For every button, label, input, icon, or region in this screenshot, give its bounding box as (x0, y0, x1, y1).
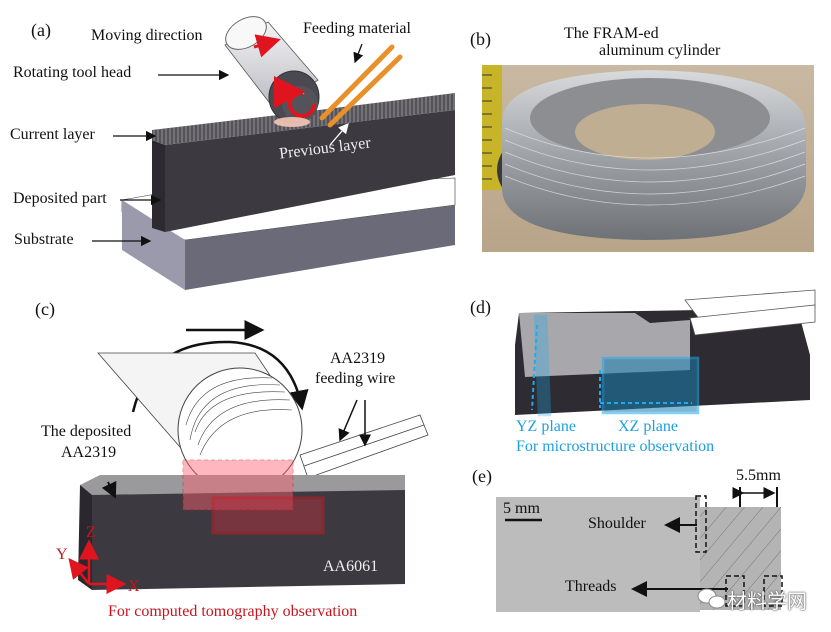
current-layer-label: Current layer (10, 126, 95, 143)
feeding-wire-label-line2: feeding wire (315, 370, 396, 387)
scale-bar-label: 5 mm (503, 500, 540, 517)
rotating-tool-head-label: Rotating tool head (13, 64, 132, 81)
axis-z-label: Z (86, 524, 96, 541)
panel-e-id: (e) (472, 466, 492, 486)
watermark-text: 材料学网 (727, 589, 807, 613)
substrate-label: Substrate (14, 231, 74, 248)
substrate-front (185, 205, 455, 290)
panel-c-id: (c) (35, 299, 55, 319)
panel-d-illustration (515, 289, 816, 417)
deposited-side (152, 140, 165, 232)
substrate-side (122, 200, 185, 290)
microstructure-caption: For microstructure observation (516, 438, 715, 455)
shoulder-label: Shoulder (588, 515, 646, 532)
feeding-material-label: Feeding material (303, 20, 411, 37)
panel-b-id: (b) (470, 29, 491, 49)
deposited-aa2319-label-line2: AA2319 (61, 444, 117, 461)
deposited-part-label: Deposited part (13, 190, 107, 207)
panel-b-photo (482, 65, 814, 252)
panel-d-id: (d) (470, 297, 491, 317)
panel-b-title-line2: aluminum cylinder (599, 42, 721, 59)
threads-label: Threads (565, 578, 617, 595)
dimension-label: 5.5mm (736, 467, 781, 484)
feeding-wire-label-line1: AA2319 (330, 350, 386, 367)
ct-observation-caption: For computed tomography observation (108, 603, 358, 620)
rotating-tool-head (224, 16, 320, 127)
deposited-front (165, 110, 455, 232)
xz-plane-label: XZ plane (618, 418, 678, 435)
wechat-icon (697, 588, 726, 609)
panel-a-illustration (92, 16, 456, 290)
panel-c-illustration (68, 320, 429, 594)
moving-direction-label: Moving direction (91, 27, 203, 44)
panel-b-title-line1: The FRAM-ed (564, 25, 659, 42)
yz-plane-label: YZ plane (516, 418, 576, 435)
axis-y-label: Y (56, 546, 68, 563)
axis-x-label: X (128, 578, 140, 595)
panel-a-id: (a) (31, 20, 51, 40)
aa6061-label: AA6061 (323, 558, 379, 575)
deposited-aa2319-label-line1: The deposited (41, 423, 132, 440)
